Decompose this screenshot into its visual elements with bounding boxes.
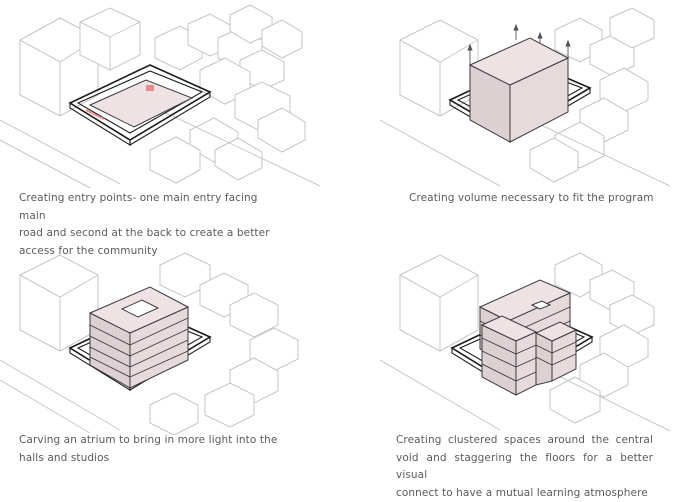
caption-line: Creating clustered spaces around the cen… [396,432,653,450]
panel-entry-points: Creating entry points- one main entry fa… [0,0,340,245]
caption-line: road and second at the back to create a … [19,225,281,243]
building-volume-with-atrium [90,287,188,388]
building-volume [470,38,568,142]
diagram-entry-points [0,0,340,190]
panel-volume: Creating volume necessary to fit the pro… [340,0,680,245]
diagram-volume [340,0,680,190]
panel-atrium: Carving an atrium to bring in more light… [0,245,340,491]
caption-volume: Creating volume necessary to fit the pro… [409,190,679,208]
caption-atrium: Carving an atrium to bring in more light… [19,432,281,467]
panel-clustered-spaces: Creating clustered spaces around the cen… [340,245,680,491]
diagram-clustered-spaces [340,245,680,435]
caption-line: Creating volume necessary to fit the pro… [409,190,679,208]
caption-clustered-spaces: Creating clustered spaces around the cen… [396,432,653,502]
diagram-atrium [0,245,340,435]
caption-line: Carving an atrium to bring in more light… [19,432,281,450]
caption-line: Creating entry points- one main entry fa… [19,190,281,225]
caption-line: connect to have a mutual learning atmosp… [396,485,653,502]
caption-line: halls and studios [19,450,281,468]
caption-line: void and staggering the floors for a bet… [396,450,653,485]
